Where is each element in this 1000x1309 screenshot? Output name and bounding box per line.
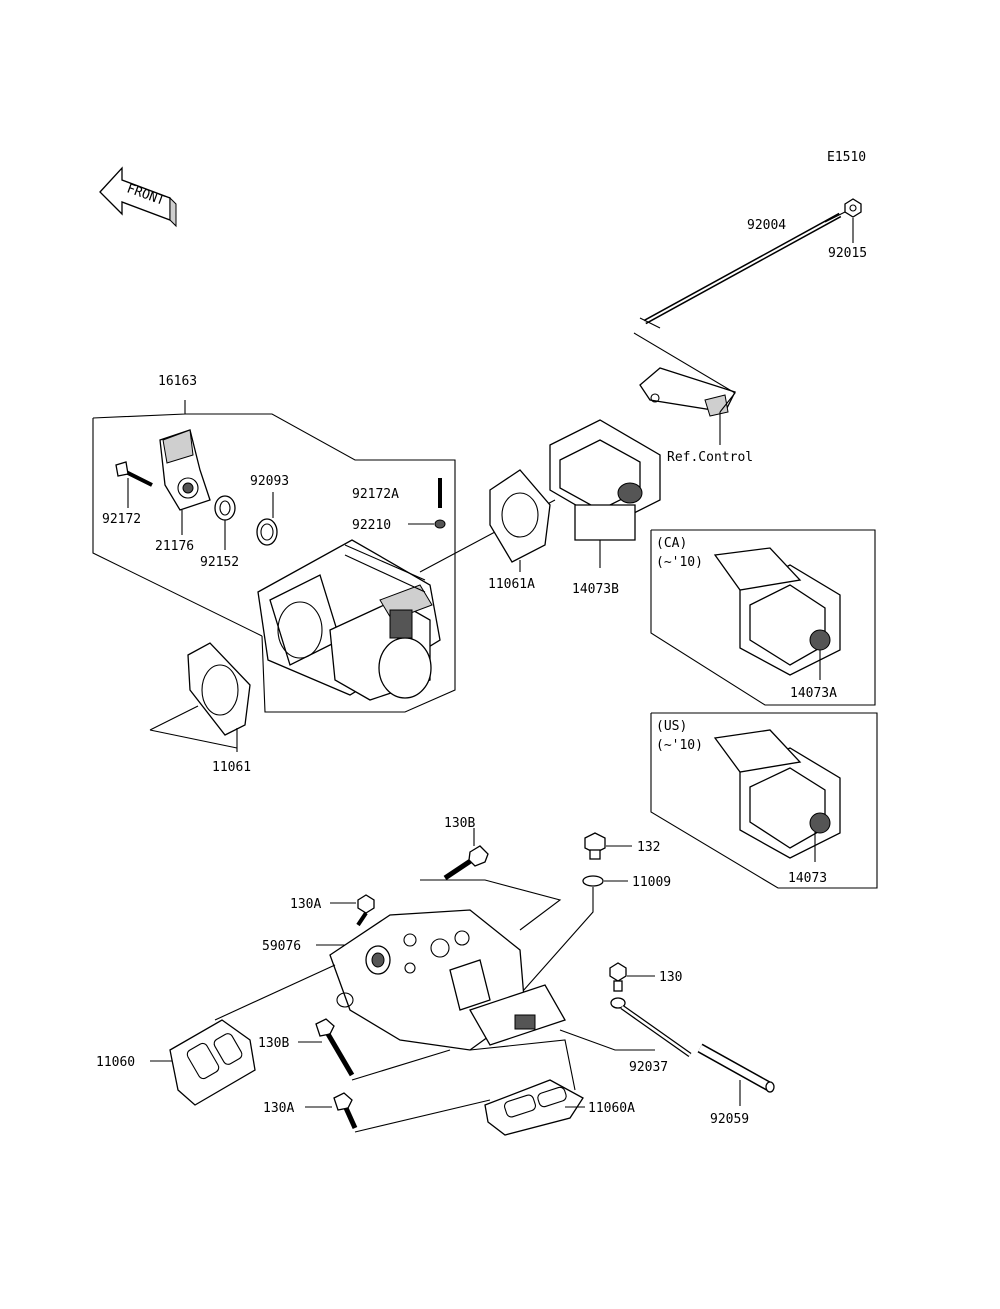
- clip-92152: [214, 495, 236, 521]
- label-92004: 92004: [747, 218, 786, 233]
- gasket-11060: [169, 1019, 256, 1106]
- label-14073A: 14073A: [790, 686, 837, 701]
- bolt-130A-bottom: [333, 1092, 358, 1130]
- label-130A-bottom: 130A: [263, 1101, 294, 1116]
- variant-us-box: (US) (~'10) 14073: [650, 712, 878, 889]
- label-14073B: 14073B: [572, 582, 619, 597]
- variant-ca-box: (CA) (~'10) 14073A: [650, 529, 876, 706]
- pipe-92037: [610, 997, 692, 1058]
- label-132: 132: [637, 840, 660, 855]
- label-130B-top: 130B: [444, 816, 475, 831]
- throttle-sensor-21176: [159, 429, 211, 511]
- washer-11009: [582, 875, 604, 887]
- label-92015: 92015: [828, 246, 867, 261]
- variant-ca-period: (~'10): [656, 555, 703, 570]
- label-130A-top: 130A: [290, 897, 321, 912]
- gasket-11060A: [484, 1079, 584, 1136]
- label-16163: 16163: [158, 374, 197, 389]
- bolt-130A-top: [356, 894, 375, 927]
- label-130B-bottom: 130B: [258, 1036, 289, 1051]
- variant-ca-region: (CA): [656, 536, 687, 551]
- label-11060A: 11060A: [588, 1101, 635, 1116]
- washer-92210: [434, 519, 446, 529]
- bolt-130B-top: [443, 845, 489, 881]
- label-92037: 92037: [629, 1060, 668, 1075]
- stud-bolt-92004: [639, 211, 846, 329]
- label-11061: 11061: [212, 760, 251, 775]
- gasket-11061: [187, 642, 251, 736]
- label-92210: 92210: [352, 518, 391, 533]
- label-11009: 11009: [632, 875, 671, 890]
- plug-132: [584, 832, 606, 860]
- o-ring-92093: [256, 518, 278, 546]
- label-21176: 21176: [155, 539, 194, 554]
- variant-us-region: (US): [656, 719, 687, 734]
- label-92059: 92059: [710, 1112, 749, 1127]
- label-130: 130: [659, 970, 682, 985]
- label-11061A: 11061A: [488, 577, 535, 592]
- nut-92015: [844, 198, 862, 218]
- label-92172: 92172: [102, 512, 141, 527]
- throttle-body: [257, 539, 441, 701]
- control-bracket: [639, 367, 736, 417]
- gasket-11061A: [489, 469, 551, 563]
- bolt-130B-bottom: [315, 1018, 355, 1077]
- label-14073: 14073: [788, 871, 827, 886]
- hose-92059: [697, 1043, 775, 1093]
- throttle-connector-14073B: [549, 419, 661, 541]
- front-arrow-icon: FRONT: [99, 166, 177, 228]
- ref-control-label: Ref.Control: [667, 450, 753, 465]
- label-92152: 92152: [200, 555, 239, 570]
- intake-manifold: [329, 909, 566, 1051]
- label-92172A: 92172A: [352, 487, 399, 502]
- screw-92172: [115, 461, 153, 487]
- label-92093: 92093: [250, 474, 289, 489]
- label-11060: 11060: [96, 1055, 135, 1070]
- bolt-130: [609, 962, 627, 992]
- variant-us-period: (~'10): [656, 738, 703, 753]
- label-59076: 59076: [262, 939, 301, 954]
- diagram-code: E1510: [827, 150, 866, 165]
